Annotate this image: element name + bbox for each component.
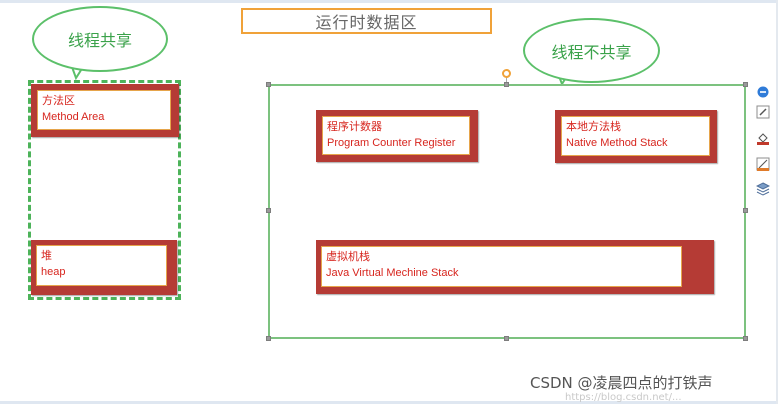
resize-handle-e[interactable] xyxy=(743,208,748,213)
line-style-icon[interactable] xyxy=(755,156,771,172)
resize-handle-se[interactable] xyxy=(743,336,748,341)
heap-inner: 堆 heap xyxy=(36,245,167,286)
resize-handle-sw[interactable] xyxy=(266,336,271,341)
shared-group-boundary[interactable] xyxy=(28,80,181,300)
vm-stack-inner: 虚拟机栈 Java Virtual Mechine Stack xyxy=(321,246,682,287)
fill-color-icon[interactable] xyxy=(755,130,771,146)
vm-stack-cn: 虚拟机栈 xyxy=(326,250,370,263)
heap-card[interactable]: 堆 heap xyxy=(31,240,177,295)
window-right-border xyxy=(776,0,778,404)
method-area-en: Method Area xyxy=(42,111,105,123)
native-method-stack-en: Native Method Stack xyxy=(566,137,668,149)
native-method-stack-inner: 本地方法栈 Native Method Stack xyxy=(561,116,710,156)
shared-bubble[interactable]: 线程共享 xyxy=(32,6,168,72)
method-area-cn: 方法区 xyxy=(42,94,75,107)
resize-handle-n[interactable] xyxy=(504,82,509,87)
native-method-stack-cn: 本地方法栈 xyxy=(566,120,621,133)
heap-en: heap xyxy=(41,266,66,278)
vm-stack-en: Java Virtual Mechine Stack xyxy=(326,267,459,279)
pencil-edit-icon[interactable] xyxy=(755,104,771,120)
shared-bubble-label: 线程共享 xyxy=(67,31,132,50)
native-method-stack-card[interactable]: 本地方法栈 Native Method Stack xyxy=(555,110,717,163)
csdn-watermark: CSDN @凌晨四点的打铁声 xyxy=(530,374,713,392)
window-top-border xyxy=(0,0,778,3)
program-counter-inner: 程序计数器 Program Counter Register xyxy=(322,116,470,155)
rotate-handle-stem xyxy=(506,77,507,84)
program-counter-en: Program Counter Register xyxy=(327,137,456,149)
method-area-card[interactable]: 方法区 Method Area xyxy=(31,84,179,137)
resize-handle-ne[interactable] xyxy=(743,82,748,87)
minus-icon[interactable] xyxy=(755,84,771,100)
rotate-handle[interactable] xyxy=(502,69,511,78)
layers-icon[interactable] xyxy=(755,181,771,197)
faint-url-watermark: https://blog.csdn.net/... xyxy=(565,392,682,403)
heap-cn: 堆 xyxy=(41,249,52,262)
program-counter-cn: 程序计数器 xyxy=(327,120,382,133)
diagram-title[interactable]: 运行时数据区 xyxy=(241,8,492,34)
vm-stack-card[interactable]: 虚拟机栈 Java Virtual Mechine Stack xyxy=(316,240,714,294)
resize-handle-nw[interactable] xyxy=(266,82,271,87)
not-shared-bubble-label: 线程不共享 xyxy=(551,42,632,62)
method-area-inner: 方法区 Method Area xyxy=(37,90,171,130)
resize-handle-w[interactable] xyxy=(266,208,271,213)
resize-handle-s[interactable] xyxy=(504,336,509,341)
not-shared-bubble[interactable]: 线程不共享 xyxy=(523,18,660,83)
window-bottom-border xyxy=(0,401,778,404)
program-counter-card[interactable]: 程序计数器 Program Counter Register xyxy=(316,110,478,162)
